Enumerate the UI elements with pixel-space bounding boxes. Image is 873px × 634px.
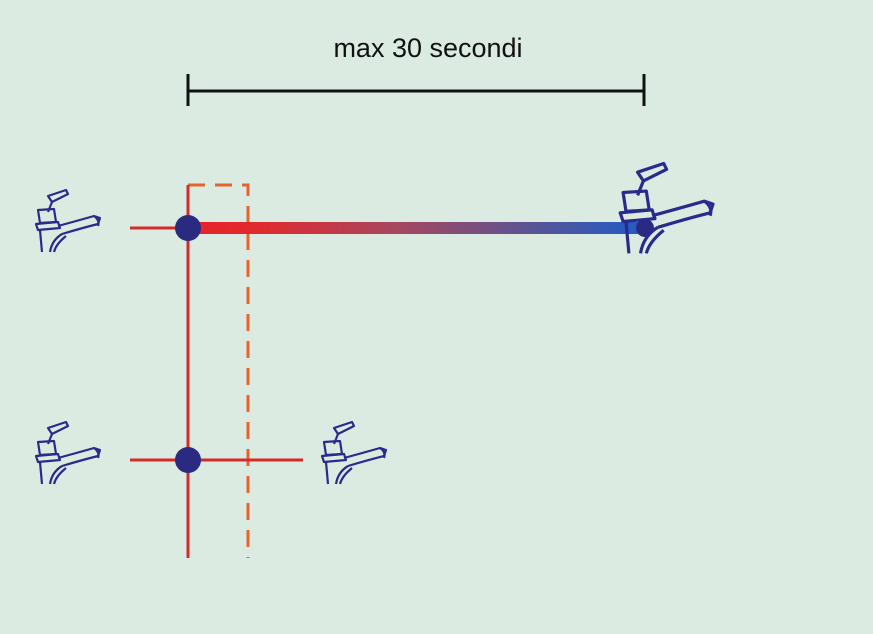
junction-dot-bottom — [175, 447, 201, 473]
junction-dot-top — [175, 215, 201, 241]
time-dimension: max 30 secondi — [186, 33, 646, 106]
faucet-icon — [618, 161, 715, 255]
recirculation-pipe — [188, 183, 250, 558]
faucet-icon — [34, 420, 102, 486]
faucet-icon — [34, 188, 102, 254]
faucet-icon — [320, 420, 388, 486]
time-label: max 30 secondi — [333, 33, 522, 63]
